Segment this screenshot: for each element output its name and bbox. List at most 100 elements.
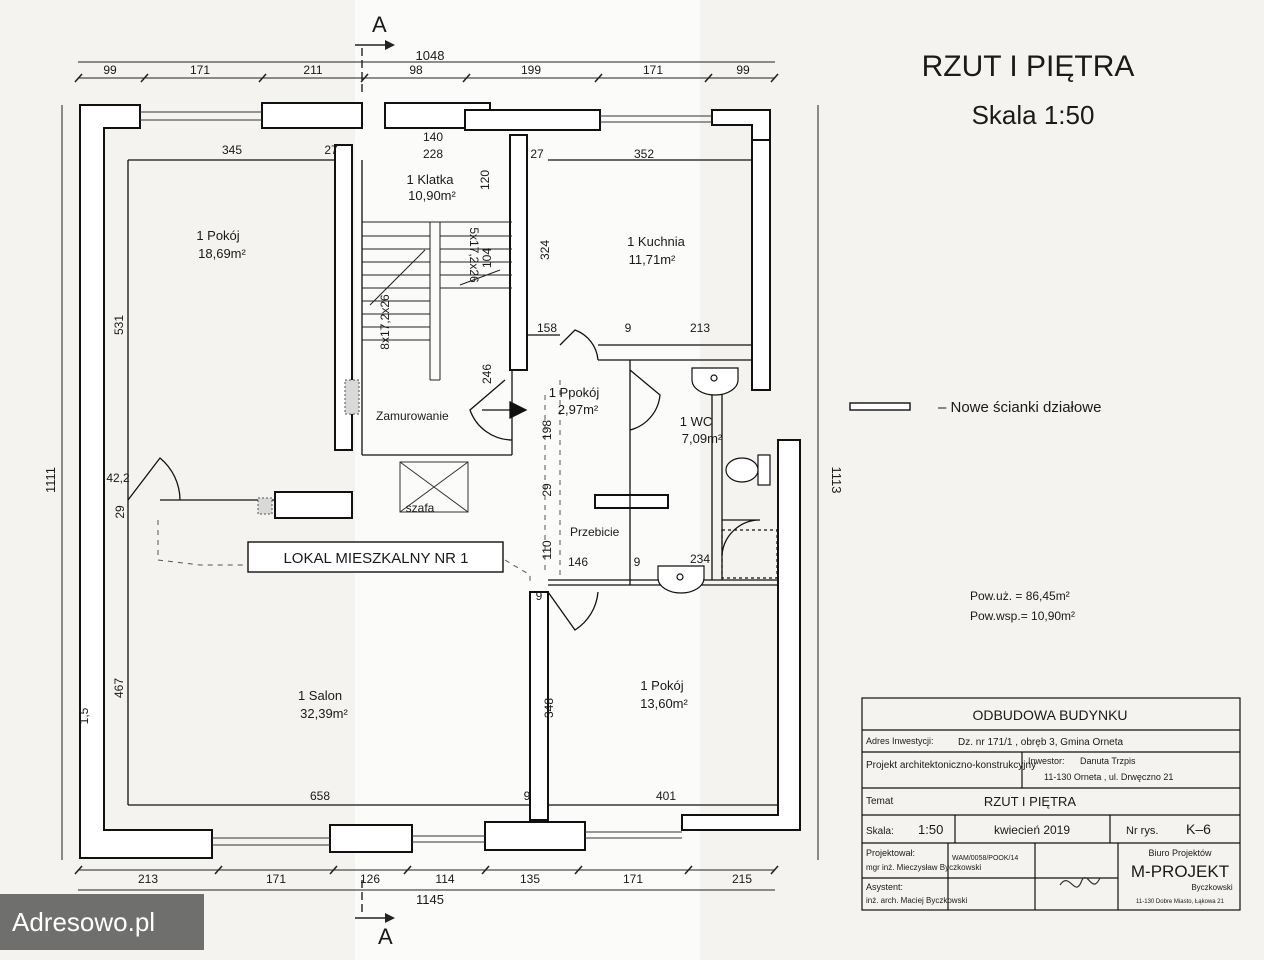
dim-324: 324 [538, 240, 552, 260]
legend-line-sample [849, 402, 911, 411]
room-salon-area: 32,39m² [300, 706, 348, 721]
dim-234: 234 [690, 552, 710, 566]
room-wc-name: 1 WC [680, 414, 713, 429]
dim-27b: 27 [530, 147, 544, 161]
lokal-box [247, 541, 504, 573]
dim-228: 228 [423, 147, 443, 161]
dim-27a: 27 [324, 143, 338, 157]
dim-top-3: 98 [409, 63, 423, 77]
dim-158: 158 [537, 321, 557, 335]
dim-401: 401 [656, 789, 676, 803]
dim-bottom-3: 114 [435, 872, 454, 886]
tb-asystent-label: Asystent: [866, 882, 903, 892]
tb-nr-value: K–6 [1186, 821, 1211, 837]
tb-inwestor-name: Danuta Trzpis [1080, 756, 1136, 766]
tb-biuro-sub: Byczkowski [1191, 883, 1233, 892]
wall-top-3 [464, 109, 601, 131]
tb-inwestor-label: Inwestor: [1028, 756, 1065, 766]
dim-9d: 9 [524, 789, 531, 803]
watermark: Adresowo.pl [0, 894, 204, 950]
dim-213: 213 [690, 321, 710, 335]
wall-bottom-2 [484, 821, 586, 851]
dim-246: 246 [480, 364, 494, 384]
tb-temat-value: RZUT I PIĘTRA [984, 794, 1077, 809]
room-pokoj1-area: 18,69m² [198, 246, 246, 261]
windows [140, 111, 712, 846]
dim-42-2: 42,2 [106, 471, 130, 485]
tb-inwestor-addr: 11-130 Orneta , ul. Drwęczno 21 [1044, 772, 1173, 782]
dim-146: 146 [568, 555, 588, 569]
dim-top-6: 99 [736, 63, 750, 77]
dim-348: 348 [542, 698, 556, 718]
dim-bottom-5: 171 [623, 872, 643, 886]
dimension-lines [61, 61, 819, 891]
dim-29a: 29 [540, 483, 554, 497]
dim-345: 345 [222, 143, 242, 157]
dim-top-4: 199 [521, 63, 541, 77]
tb-asystent-name: inż. arch. Maciej Byczkowski [866, 896, 968, 905]
room-klatka-area: 10,90m² [408, 188, 456, 203]
dim-531: 531 [112, 315, 126, 335]
tb-biuro-label: Biuro Projektów [1148, 848, 1212, 858]
staircase [362, 221, 512, 381]
dim-top-5: 171 [643, 63, 663, 77]
dim-top-2: 211 [303, 63, 322, 77]
szafa-label: szafa [406, 501, 435, 515]
scale-label: Skala 1:50 [972, 100, 1095, 130]
room-wc-area: 7,09m² [682, 431, 723, 446]
tb-title: ODBUDOWA BUDYNKU [972, 707, 1127, 723]
dim-467: 467 [112, 678, 126, 698]
tb-adres-label: Adres Inwestycji: [866, 736, 934, 746]
tb-biuro-addr: 11-130 Dobre Miasto, Łąkowa 21 [1136, 899, 1225, 905]
title-block-frame [861, 697, 1241, 911]
section-marker-bottom: A [355, 880, 395, 949]
dim-bottom-total: 1145 [416, 892, 444, 907]
stairs-label-1: 5x17,2x26 [467, 227, 481, 283]
tb-nr-label: Nr rys. [1126, 825, 1158, 837]
dim-right-height: 1113 [829, 467, 844, 494]
room-pokoj1-name: 1 Pokój [196, 228, 239, 243]
tb-projekt-label: Projekt architektoniczno-konstrukcyjny [866, 760, 1036, 771]
room-ppokoj-area: 2,97m² [558, 402, 599, 417]
dim-120: 120 [478, 170, 492, 190]
dim-top-0: 99 [103, 63, 117, 77]
dim-29b: 29 [113, 505, 127, 519]
room-ppokoj-name: 1 Ppokój [549, 385, 600, 400]
wall-right-upper [751, 139, 771, 391]
walls [79, 102, 801, 859]
sanitary-fixtures [657, 367, 778, 594]
room-klatka-name: 1 Klatka [407, 172, 455, 187]
wall-room2-left [529, 591, 549, 821]
dim-198: 198 [540, 420, 554, 440]
dim-658: 658 [310, 789, 330, 803]
wall-bottom-1 [329, 824, 413, 853]
dashed-hints [157, 380, 561, 585]
wall-mid-left [274, 491, 353, 519]
dim-left-height: 1111 [43, 467, 58, 493]
room-kuchnia-name: 1 Kuchnia [627, 234, 686, 249]
tb-skala-value: 1:50 [918, 822, 943, 837]
room-pokoj2-area: 13,60m² [640, 696, 688, 711]
zamurowanie-label: Zamurowanie [376, 409, 449, 423]
tb-date: kwiecień 2019 [994, 823, 1070, 837]
tb-projektowal-code: WAM/0058/POOK/14 [952, 855, 1018, 862]
wall-stair-left [334, 144, 353, 451]
tb-adres-value: Dz. nr 171/1 , obręb 3, Gmina Orneta [958, 737, 1124, 748]
washbasin-icon [691, 367, 739, 396]
wall-left [79, 104, 213, 859]
toilet-icon [725, 457, 759, 483]
section-marker-top: A [355, 12, 395, 92]
dim-top-1: 171 [190, 63, 210, 77]
tb-projektowal-label: Projektował: [866, 848, 915, 858]
dim-1-5: 1,5 [77, 707, 91, 724]
dim-top-total: 1048 [416, 48, 445, 63]
room-pokoj2-name: 1 Pokój [640, 678, 683, 693]
tb-biuro-name: M-PROJEKT [1131, 862, 1229, 881]
legend-text: – Nowe ścianki działowe [938, 399, 1101, 416]
przebicie-label: Przebicie [570, 525, 620, 539]
dim-bottom-4: 135 [520, 872, 540, 886]
signature-icon [1059, 877, 1101, 888]
